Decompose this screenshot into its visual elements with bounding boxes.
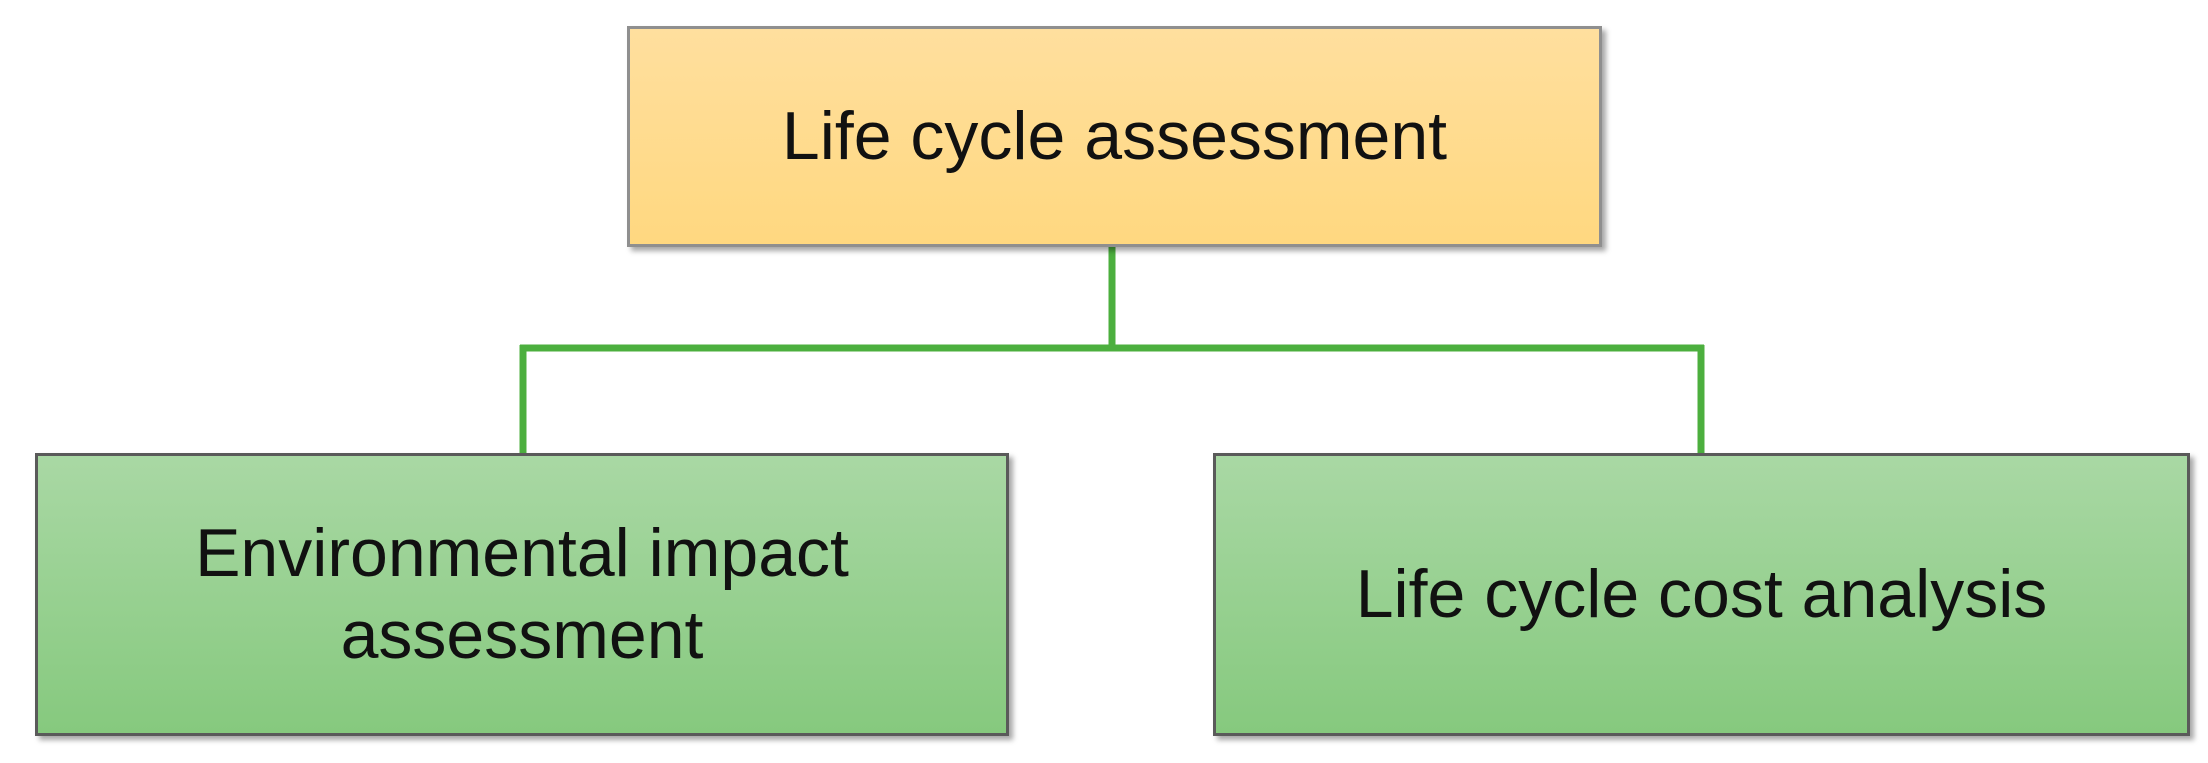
child-node-label-left: Environmental impact assessment bbox=[195, 514, 849, 673]
root-node-life-cycle-assessment: Life cycle assessment bbox=[627, 26, 1602, 247]
child-node-label-right: Life cycle cost analysis bbox=[1355, 555, 2048, 632]
child-node-environmental-impact-assessment: Environmental impact assessment bbox=[35, 453, 1009, 736]
root-node-label: Life cycle assessment bbox=[781, 97, 1448, 174]
child-node-life-cycle-cost-analysis: Life cycle cost analysis bbox=[1213, 453, 2190, 736]
